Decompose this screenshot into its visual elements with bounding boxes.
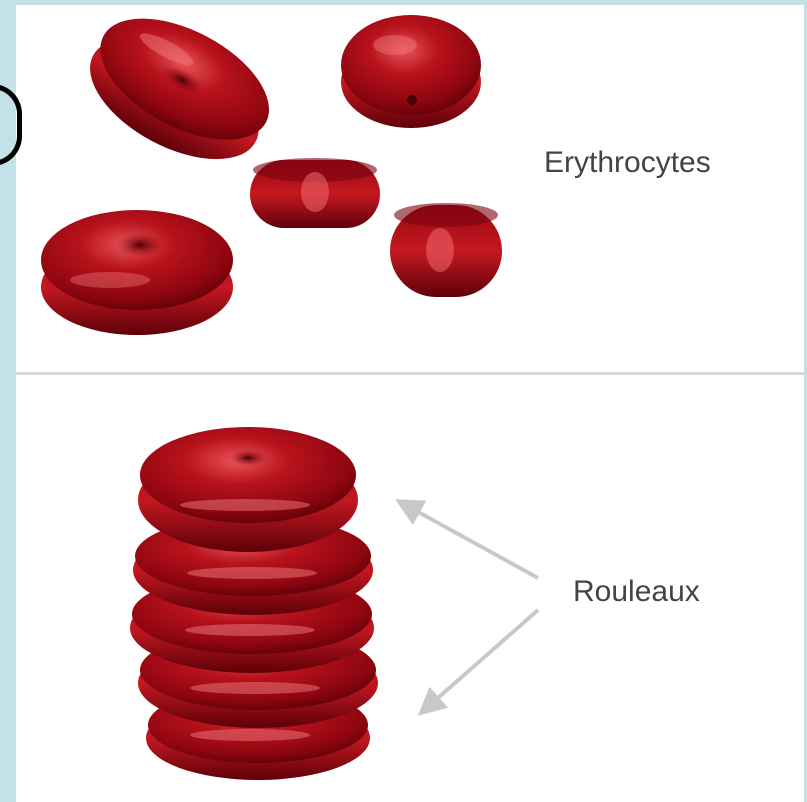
rouleaux-arrow-lower — [422, 610, 538, 712]
erythrocyte-cell-3 — [250, 158, 380, 228]
erythrocyte-cell-1 — [71, 0, 289, 184]
erythrocyte-cell-2 — [341, 15, 481, 128]
erythrocytes-label: Erythrocytes — [544, 146, 711, 180]
rouleaux-arrow-upper — [400, 502, 538, 578]
rouleaux-label: Rouleaux — [573, 575, 700, 609]
rouleaux-stack — [130, 427, 378, 780]
erythrocyte-cell-5 — [390, 203, 502, 297]
erythrocyte-cell-4 — [41, 210, 233, 335]
rouleaux-cell-1 — [138, 427, 358, 552]
